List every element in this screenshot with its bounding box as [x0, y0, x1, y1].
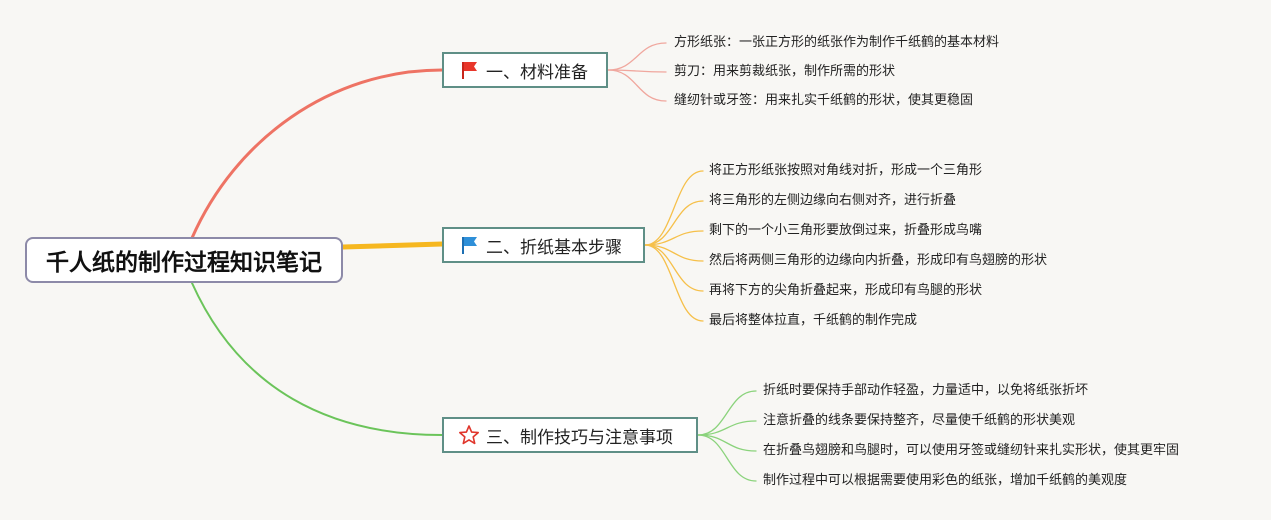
- branch-materials[interactable]: 一、材料准备: [442, 52, 608, 88]
- connector-root-branch2: [340, 241, 445, 250]
- star-icon: [459, 425, 479, 445]
- connector-branch2-leaf-1: [644, 200, 704, 246]
- connector-branch2-leaf-4: [644, 244, 704, 292]
- leaf-item[interactable]: 将三角形的左侧边缘向右侧对齐，进行折叠: [709, 193, 957, 208]
- root-topic[interactable]: 千人纸的制作过程知识笔记: [25, 237, 343, 283]
- connector-branch3-leaf-0: [697, 390, 757, 436]
- connector-branch3-leaf-1: [697, 420, 757, 436]
- blue-flag-icon: [462, 237, 477, 254]
- leaf-item[interactable]: 折纸时要保持手部动作轻盈，力量适中，以免将纸张折坏: [763, 383, 1089, 398]
- leaf-item[interactable]: 将正方形纸张按照对角线对折，形成一个三角形: [709, 163, 983, 178]
- branch-tips-notes[interactable]: 三、制作技巧与注意事项: [442, 417, 698, 453]
- leaf-item[interactable]: 然后将两侧三角形的边缘向内折叠，形成印有鸟翅膀的形状: [709, 253, 1048, 268]
- connector-branch1-leaf-2: [607, 69, 667, 102]
- branch-basic-steps[interactable]: 二、折纸基本步骤: [442, 227, 645, 263]
- connector-branch1-leaf-0: [607, 42, 667, 71]
- root-title: 千人纸的制作过程知识笔记: [46, 250, 322, 276]
- connector-branch2-leaf-2: [644, 230, 704, 246]
- leaf-item[interactable]: 剪刀：用来剪裁纸张，制作所需的形状: [674, 64, 896, 79]
- branch-label: 二、折纸基本步骤: [486, 237, 622, 258]
- connector-branch2-leaf-5: [644, 244, 704, 322]
- connector-root-branch3: [191, 282, 443, 436]
- leaf-item[interactable]: 缝纫针或牙签：用来扎实千纸鹤的形状，使其更稳固: [674, 93, 974, 108]
- connector-branch2-leaf-0: [644, 170, 704, 246]
- connector-branch3-leaf-3: [697, 434, 757, 482]
- leaf-item[interactable]: 方形纸张：一张正方形的纸张作为制作千纸鹤的基本材料: [674, 35, 1000, 50]
- leaf-item[interactable]: 再将下方的尖角折叠起来，形成印有鸟腿的形状: [709, 283, 983, 298]
- red-flag-icon: [462, 62, 477, 79]
- connector-root-branch1: [190, 68, 444, 240]
- leaf-item[interactable]: 在折叠鸟翅膀和鸟腿时，可以使用牙签或缝纫针来扎实形状，使其更牢固: [763, 443, 1180, 458]
- connector-branch3-leaf-2: [697, 434, 757, 452]
- leaf-item[interactable]: 剩下的一个小三角形要放倒过来，折叠形成鸟嘴: [709, 223, 983, 238]
- leaf-item[interactable]: 制作过程中可以根据需要使用彩色的纸张，增加千纸鹤的美观度: [763, 473, 1128, 488]
- branch-label: 一、材料准备: [486, 62, 588, 83]
- branch-label: 三、制作技巧与注意事项: [486, 427, 673, 448]
- leaf-item[interactable]: 最后将整体拉直，千纸鹤的制作完成: [709, 313, 918, 328]
- leaf-item[interactable]: 注意折叠的线条要保持整齐，尽量使千纸鹤的形状美观: [763, 413, 1076, 428]
